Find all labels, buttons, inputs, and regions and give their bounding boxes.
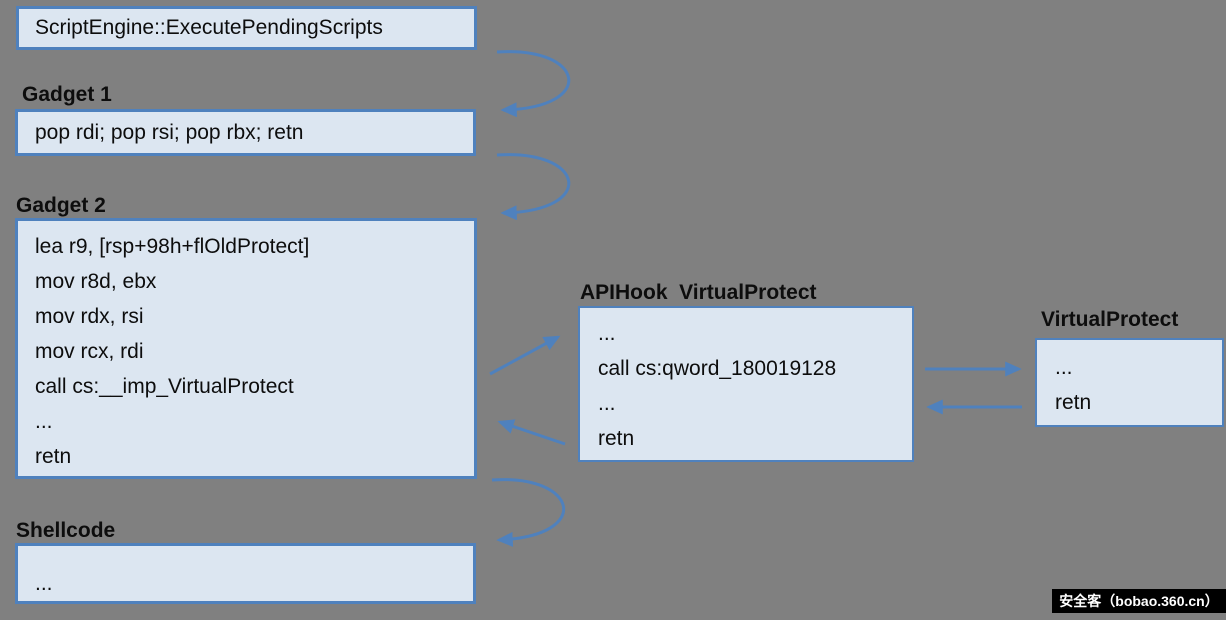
arrow-scriptengine-to-gadget1	[496, 50, 571, 118]
code-line: mov rdx, rsi	[35, 305, 144, 328]
code-line: retn	[598, 427, 635, 450]
gadget2-box: lea r9, [rsp+98h+flOldProtect] mov r8d, …	[15, 218, 477, 479]
code-line: call cs:qword_180019128	[598, 357, 837, 380]
scriptengine-box: ScriptEngine::ExecutePendingScripts	[16, 6, 477, 50]
arrow-gadget1-to-gadget2	[496, 153, 571, 221]
virtualprotect-box: ... retn	[1035, 338, 1224, 427]
arrow-gadget2-to-shellcode	[491, 478, 565, 547]
code-line: ...	[1055, 356, 1073, 379]
shellcode-label: Shellcode	[16, 519, 116, 542]
gadget2-label: Gadget 2	[16, 194, 106, 217]
code-line: ...	[35, 410, 53, 433]
apihook-box: ... call cs:qword_180019128 ... retn	[578, 306, 914, 462]
watermark-text: 安全客（bobao.360.cn）	[1059, 593, 1219, 609]
apihook-label: APIHook VirtualProtect	[580, 281, 817, 304]
gadget1-label: Gadget 1	[22, 83, 112, 106]
gadget1-box: pop rdi; pop rsi; pop rbx; retn	[15, 109, 476, 156]
code-line: retn	[1055, 391, 1092, 414]
arrow-apihook-to-gadget2	[497, 419, 566, 446]
code-line: retn	[35, 445, 72, 468]
code-line: ...	[598, 322, 616, 345]
virtualprotect-label: VirtualProtect	[1041, 308, 1179, 331]
code-line: mov rcx, rdi	[35, 340, 144, 363]
code-line: mov r8d, ebx	[35, 270, 157, 293]
arrow-gadget2-to-apihook	[489, 335, 561, 376]
code-line: ...	[35, 572, 53, 595]
scriptengine-text: ScriptEngine::ExecutePendingScripts	[35, 16, 383, 39]
code-line: ...	[598, 392, 616, 415]
watermark-badge: 安全客（bobao.360.cn）	[1052, 589, 1226, 613]
shellcode-box: ...	[15, 543, 476, 604]
code-line: call cs:__imp_VirtualProtect	[35, 375, 294, 398]
code-line: lea r9, [rsp+98h+flOldProtect]	[35, 235, 310, 258]
code-line: pop rdi; pop rsi; pop rbx; retn	[35, 121, 304, 144]
